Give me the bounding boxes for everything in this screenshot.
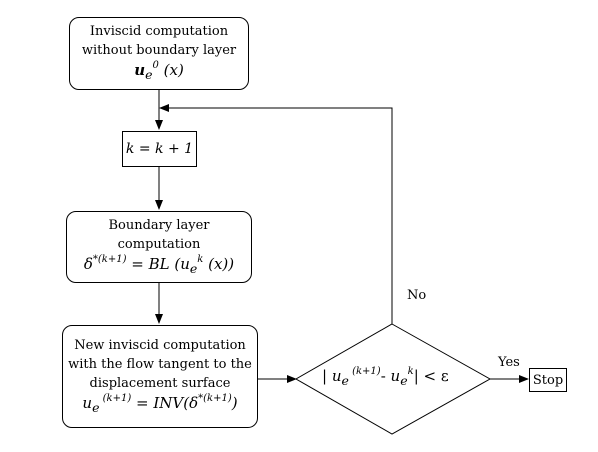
stop-text: Stop bbox=[532, 372, 564, 388]
bl-formula: δ*(k+1) = BL (uek (x)) bbox=[83, 253, 235, 276]
no-label: No bbox=[407, 288, 427, 303]
new-inviscid-line2: with the flow tangent to the bbox=[68, 356, 252, 372]
loop-back-path bbox=[159, 104, 393, 324]
inviscid-line2: without boundary layer bbox=[81, 43, 237, 58]
increment-text: k = k + 1 bbox=[125, 140, 194, 157]
new-inviscid-box: New inviscid computation with the flow t… bbox=[62, 325, 258, 428]
new-inviscid-line1: New inviscid computation bbox=[74, 337, 246, 353]
bl-line2: computation bbox=[117, 236, 201, 252]
increment-box: k = k + 1 bbox=[122, 131, 197, 167]
decision-diamond bbox=[294, 323, 492, 435]
new-inviscid-formula: ue (k+1) = INV(δ*(k+1)) bbox=[82, 392, 238, 415]
inviscid-line1: Inviscid computation bbox=[89, 24, 229, 39]
bl-line1: Boundary layer bbox=[108, 217, 210, 233]
stop-box: Stop bbox=[529, 368, 567, 392]
inviscid-computation-box: Inviscid computation without boundary la… bbox=[69, 17, 249, 90]
yes-label: Yes bbox=[498, 355, 520, 370]
decision-condition: | ue (k+1)- uek| < ε bbox=[322, 366, 449, 389]
boundary-layer-box: Boundary layer computation δ*(k+1) = BL … bbox=[66, 211, 252, 283]
inviscid-formula: ue0 (x) bbox=[134, 60, 184, 83]
new-inviscid-line3: displacement surface bbox=[89, 375, 231, 391]
